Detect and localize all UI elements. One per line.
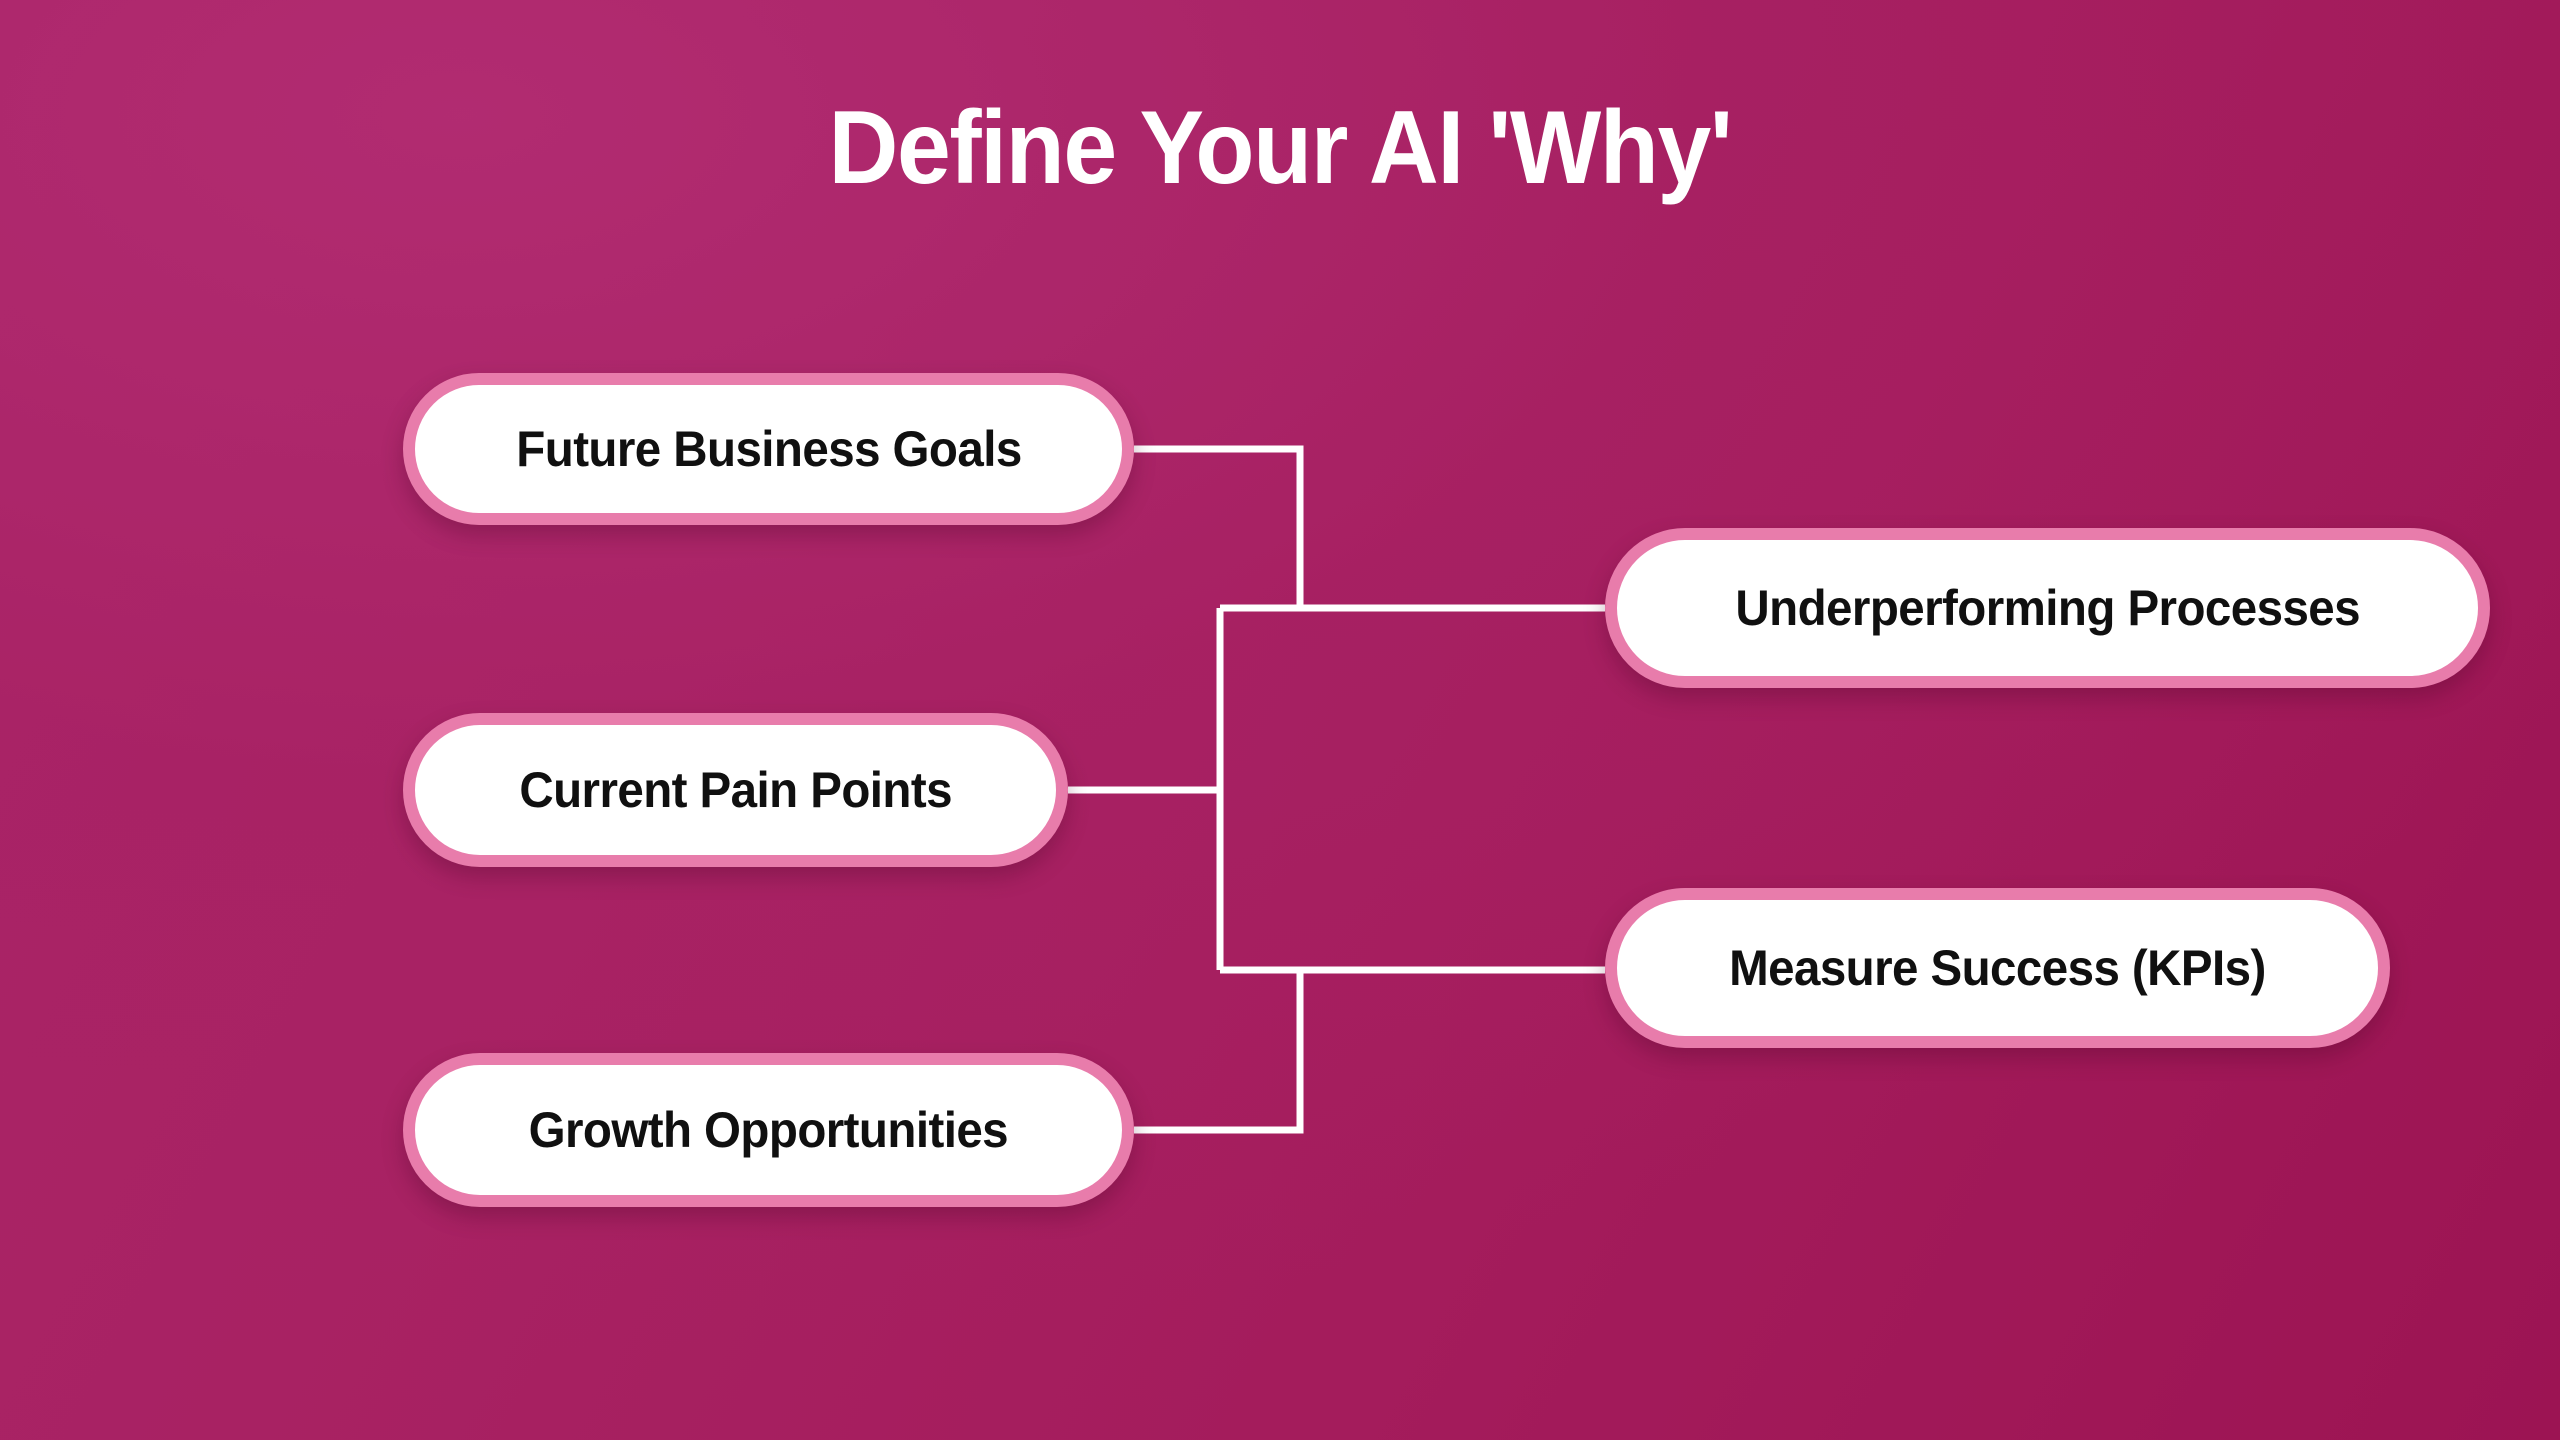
node-label-measure-success-kpis: Measure Success (KPIs) [1729, 940, 2266, 996]
node-current-pain-points[interactable]: Current Pain Points [403, 713, 1068, 867]
node-label-underperforming-processes: Underperforming Processes [1735, 580, 2360, 636]
page-title: Define Your AI 'Why' [828, 90, 1732, 206]
node-underperforming-processes[interactable]: Underperforming Processes [1605, 528, 2490, 688]
node-future-business-goals[interactable]: Future Business Goals [403, 373, 1134, 525]
node-label-growth-opportunities: Growth Opportunities [528, 1102, 1009, 1158]
node-label-current-pain-points: Current Pain Points [519, 762, 952, 818]
node-measure-success-kpis[interactable]: Measure Success (KPIs) [1605, 888, 2390, 1048]
node-growth-opportunities[interactable]: Growth Opportunities [403, 1053, 1134, 1207]
connector-future-business-goals [1134, 445, 1304, 608]
connector-growth-opportunities [1134, 970, 1304, 1134]
node-label-future-business-goals: Future Business Goals [515, 421, 1022, 477]
